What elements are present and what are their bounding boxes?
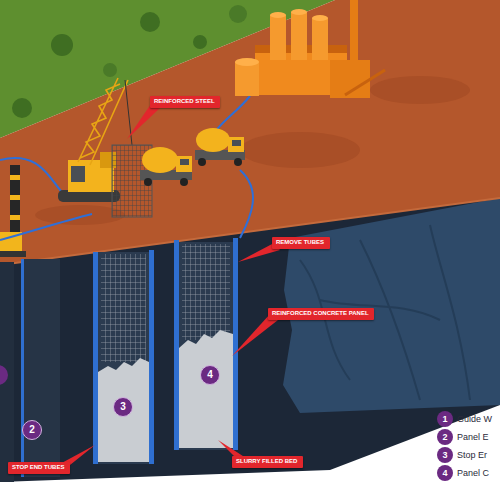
hoses: [0, 96, 253, 240]
batching-plant: [291, 9, 307, 15]
ground-section: [0, 198, 500, 265]
panel-trench-three: [93, 250, 154, 464]
drill-rig: [0, 165, 26, 257]
callout-box: REINFORCED STEEL: [150, 96, 220, 108]
batching-plant: [270, 15, 286, 60]
batching-plant: [312, 18, 328, 60]
mixer-trucks: [198, 158, 206, 166]
ground-section: [0, 198, 500, 482]
callout-pointers: [232, 314, 278, 356]
callout-pointers: [58, 104, 280, 465]
panel-trench-three: [149, 250, 154, 464]
drill-rig: [10, 195, 20, 200]
drill-rig: [10, 175, 20, 180]
panel-trench-four: [174, 240, 179, 450]
mixer-trucks: [234, 158, 242, 166]
legend-text: Guide W: [457, 414, 492, 425]
callout-box: STOP END TUBES: [8, 462, 70, 474]
mixer-trucks: [228, 137, 244, 152]
legend-number: 1: [442, 414, 447, 425]
panel-trench-three: [93, 252, 98, 464]
soil-surface: [240, 132, 360, 168]
mixer-trucks: [180, 159, 189, 165]
callout-box: REINFORCED CONCRETE PANEL: [268, 308, 374, 320]
grass-area: [229, 5, 247, 23]
mixer-trucks: [142, 147, 178, 173]
batching-plant: [235, 62, 259, 96]
batching-plant: [345, 70, 385, 95]
hoses: [0, 214, 92, 240]
callout-box: REMOVE TUBES: [272, 237, 330, 249]
panel-trench-left: [0, 259, 60, 482]
panel-trench-three: [101, 254, 146, 362]
batching-plant: [235, 58, 259, 66]
mixer-trucks: [180, 178, 188, 186]
drill-rig: [10, 215, 20, 220]
panel-trench-three: [98, 358, 149, 462]
callout-number: 2: [22, 420, 42, 440]
batching-plant: [291, 12, 307, 60]
callout-number: 4: [200, 365, 220, 385]
mixer-trucks: [232, 140, 241, 146]
ground-section: [0, 198, 500, 482]
grass-area: [51, 34, 73, 56]
drill-rig: [0, 251, 26, 257]
soil-surface: [370, 76, 470, 104]
hoses: [0, 158, 62, 192]
callout-text: SLURRY FILLED BED: [236, 458, 299, 465]
callout-text: REINFORCED STEEL: [154, 98, 216, 105]
batching-plant: [350, 0, 358, 70]
callout-text: REMOVE TUBES: [276, 239, 326, 246]
legend-number: 2: [442, 432, 447, 443]
ground-section: [283, 198, 500, 413]
crawler-crane: [71, 166, 85, 182]
batching-plant: [312, 15, 328, 21]
legend-number: 4: [442, 468, 447, 479]
grass-area: [103, 63, 117, 77]
grass-area: [193, 35, 207, 49]
legend-text: Panel E: [457, 432, 489, 443]
panel-trench-four: [179, 330, 233, 448]
panel-trench-four: [182, 244, 230, 340]
panel-trench-left: [21, 259, 24, 477]
legend-text: Panel C: [457, 468, 489, 479]
batching-plant: [235, 0, 385, 98]
callout-number: 3: [113, 397, 133, 417]
mixer-trucks: [176, 156, 192, 172]
hoses: [240, 170, 253, 238]
callout-box: SLURRY FILLED BED: [232, 456, 303, 468]
panel-trench-four: [233, 238, 238, 450]
batching-plant: [270, 12, 286, 18]
panel-trench-left: [24, 259, 60, 477]
mixer-trucks: [144, 178, 152, 186]
panel-trench-four: [174, 238, 238, 450]
callout-text: REINFORCED CONCRETE PANEL: [272, 310, 370, 317]
callout-text: 2: [29, 424, 35, 436]
legend-number: 3: [442, 450, 447, 461]
grass-area: [140, 12, 160, 32]
callout-pointers: [127, 104, 160, 139]
panel-trench-four: [177, 242, 235, 450]
mixer-trucks: [140, 128, 245, 186]
legend-text: Stop Er: [457, 450, 487, 461]
callout-text: 4: [207, 369, 213, 381]
callout-text: STOP END TUBES: [12, 464, 66, 471]
panel-trench-left: [0, 365, 8, 385]
callout-text: 3: [120, 401, 126, 413]
panel-trench-three: [96, 252, 151, 464]
grass-area: [12, 98, 32, 118]
mixer-trucks: [196, 128, 230, 152]
